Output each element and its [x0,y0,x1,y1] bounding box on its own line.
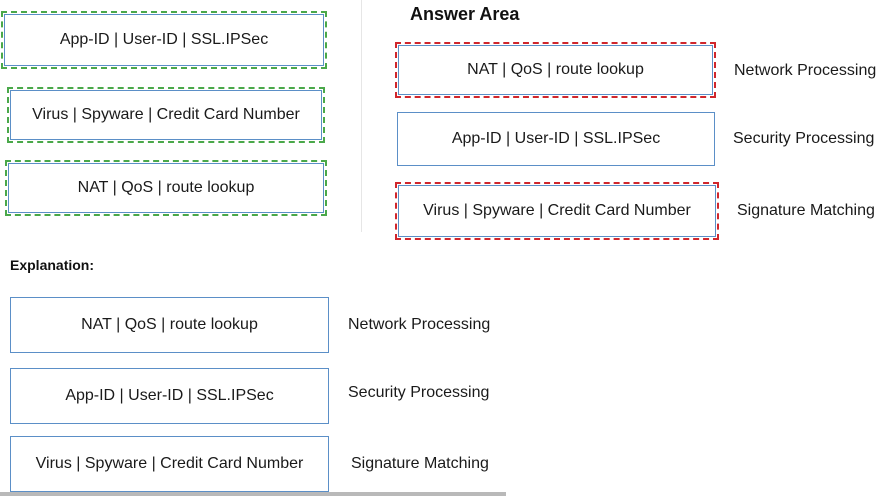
explanation-box-security: App-ID | User-ID | SSL.IPSec [10,368,329,424]
explanation-box-text: NAT | QoS | route lookup [81,316,258,333]
source-option-virus[interactable]: Virus | Spyware | Credit Card Number [7,87,325,143]
answer-box-text: NAT | QoS | route lookup [467,61,644,78]
answer-label-signature: Signature Matching [737,202,875,219]
answer-label-network: Network Processing [734,62,877,79]
explanation-label-signature: Signature Matching [351,455,489,472]
source-option-text: Virus | Spyware | Credit Card Number [32,106,300,123]
answer-box-text: Virus | Spyware | Credit Card Number [423,202,691,219]
explanation-box-text: App-ID | User-ID | SSL.IPSec [65,387,274,404]
source-option-app-id[interactable]: App-ID | User-ID | SSL.IPSec [1,11,327,69]
answer-label-security: Security Processing [733,130,875,147]
answer-area-heading: Answer Area [410,4,520,24]
bottom-rule [0,492,506,496]
source-option-text: NAT | QoS | route lookup [77,179,255,196]
answer-drop-target-network[interactable]: NAT | QoS | route lookup [395,42,716,98]
explanation-box-network: NAT | QoS | route lookup [10,297,329,353]
source-option-text: App-ID | User-ID | SSL.IPSec [59,31,269,48]
answer-drop-target-security[interactable]: App-ID | User-ID | SSL.IPSec [397,112,715,166]
explanation-box-signature: Virus | Spyware | Credit Card Number [10,436,329,492]
source-option-nat[interactable]: NAT | QoS | route lookup [5,160,327,216]
explanation-box-text: Virus | Spyware | Credit Card Number [35,455,304,472]
answer-drop-target-signature[interactable]: Virus | Spyware | Credit Card Number [395,182,719,240]
explanation-label-security: Security Processing [348,384,490,401]
explanation-label-network: Network Processing [348,316,491,333]
vertical-divider [361,0,362,232]
explanation-heading: Explanation: [10,257,95,273]
answer-box-text: App-ID | User-ID | SSL.IPSec [451,130,661,147]
